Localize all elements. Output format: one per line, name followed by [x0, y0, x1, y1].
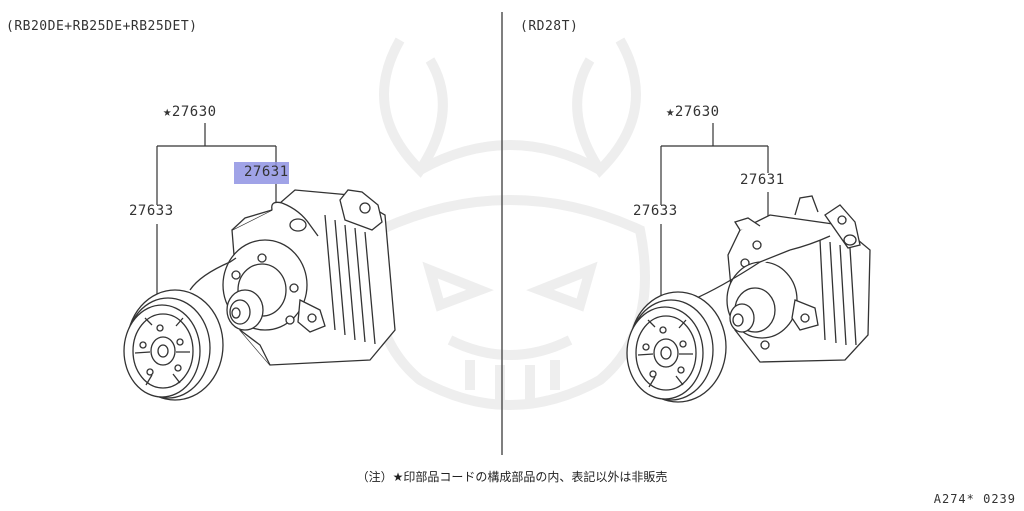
right-assembly-label[interactable]: ★27630 [666, 104, 720, 120]
right-part-27631-label[interactable]: 27631 [740, 172, 785, 188]
right-part-27633-label[interactable]: 27633 [633, 203, 678, 219]
left-engine-heading: (RB20DE+RB25DE+RB25DET) [6, 19, 198, 34]
footnote: （注）★印部品コードの構成部品の内、表記以外は非販売 [356, 470, 668, 484]
diagram-code: A274* 0239 [933, 492, 1016, 506]
left-compressor-drawing [189, 189, 396, 366]
left-leader-lines [156, 123, 277, 298]
left-part-27633-label[interactable]: 27633 [129, 203, 174, 219]
right-compressor-drawing [691, 195, 871, 363]
right-engine-heading: (RD28T) [520, 19, 579, 34]
left-pulley-drawing [123, 289, 224, 401]
highlight-27631[interactable] [234, 162, 289, 184]
left-assembly-label[interactable]: ★27630 [163, 104, 217, 120]
right-pulley-drawing [626, 291, 727, 403]
left-part-27631-label[interactable]: 27631 [244, 164, 289, 180]
watermark-emblem [370, 37, 650, 410]
